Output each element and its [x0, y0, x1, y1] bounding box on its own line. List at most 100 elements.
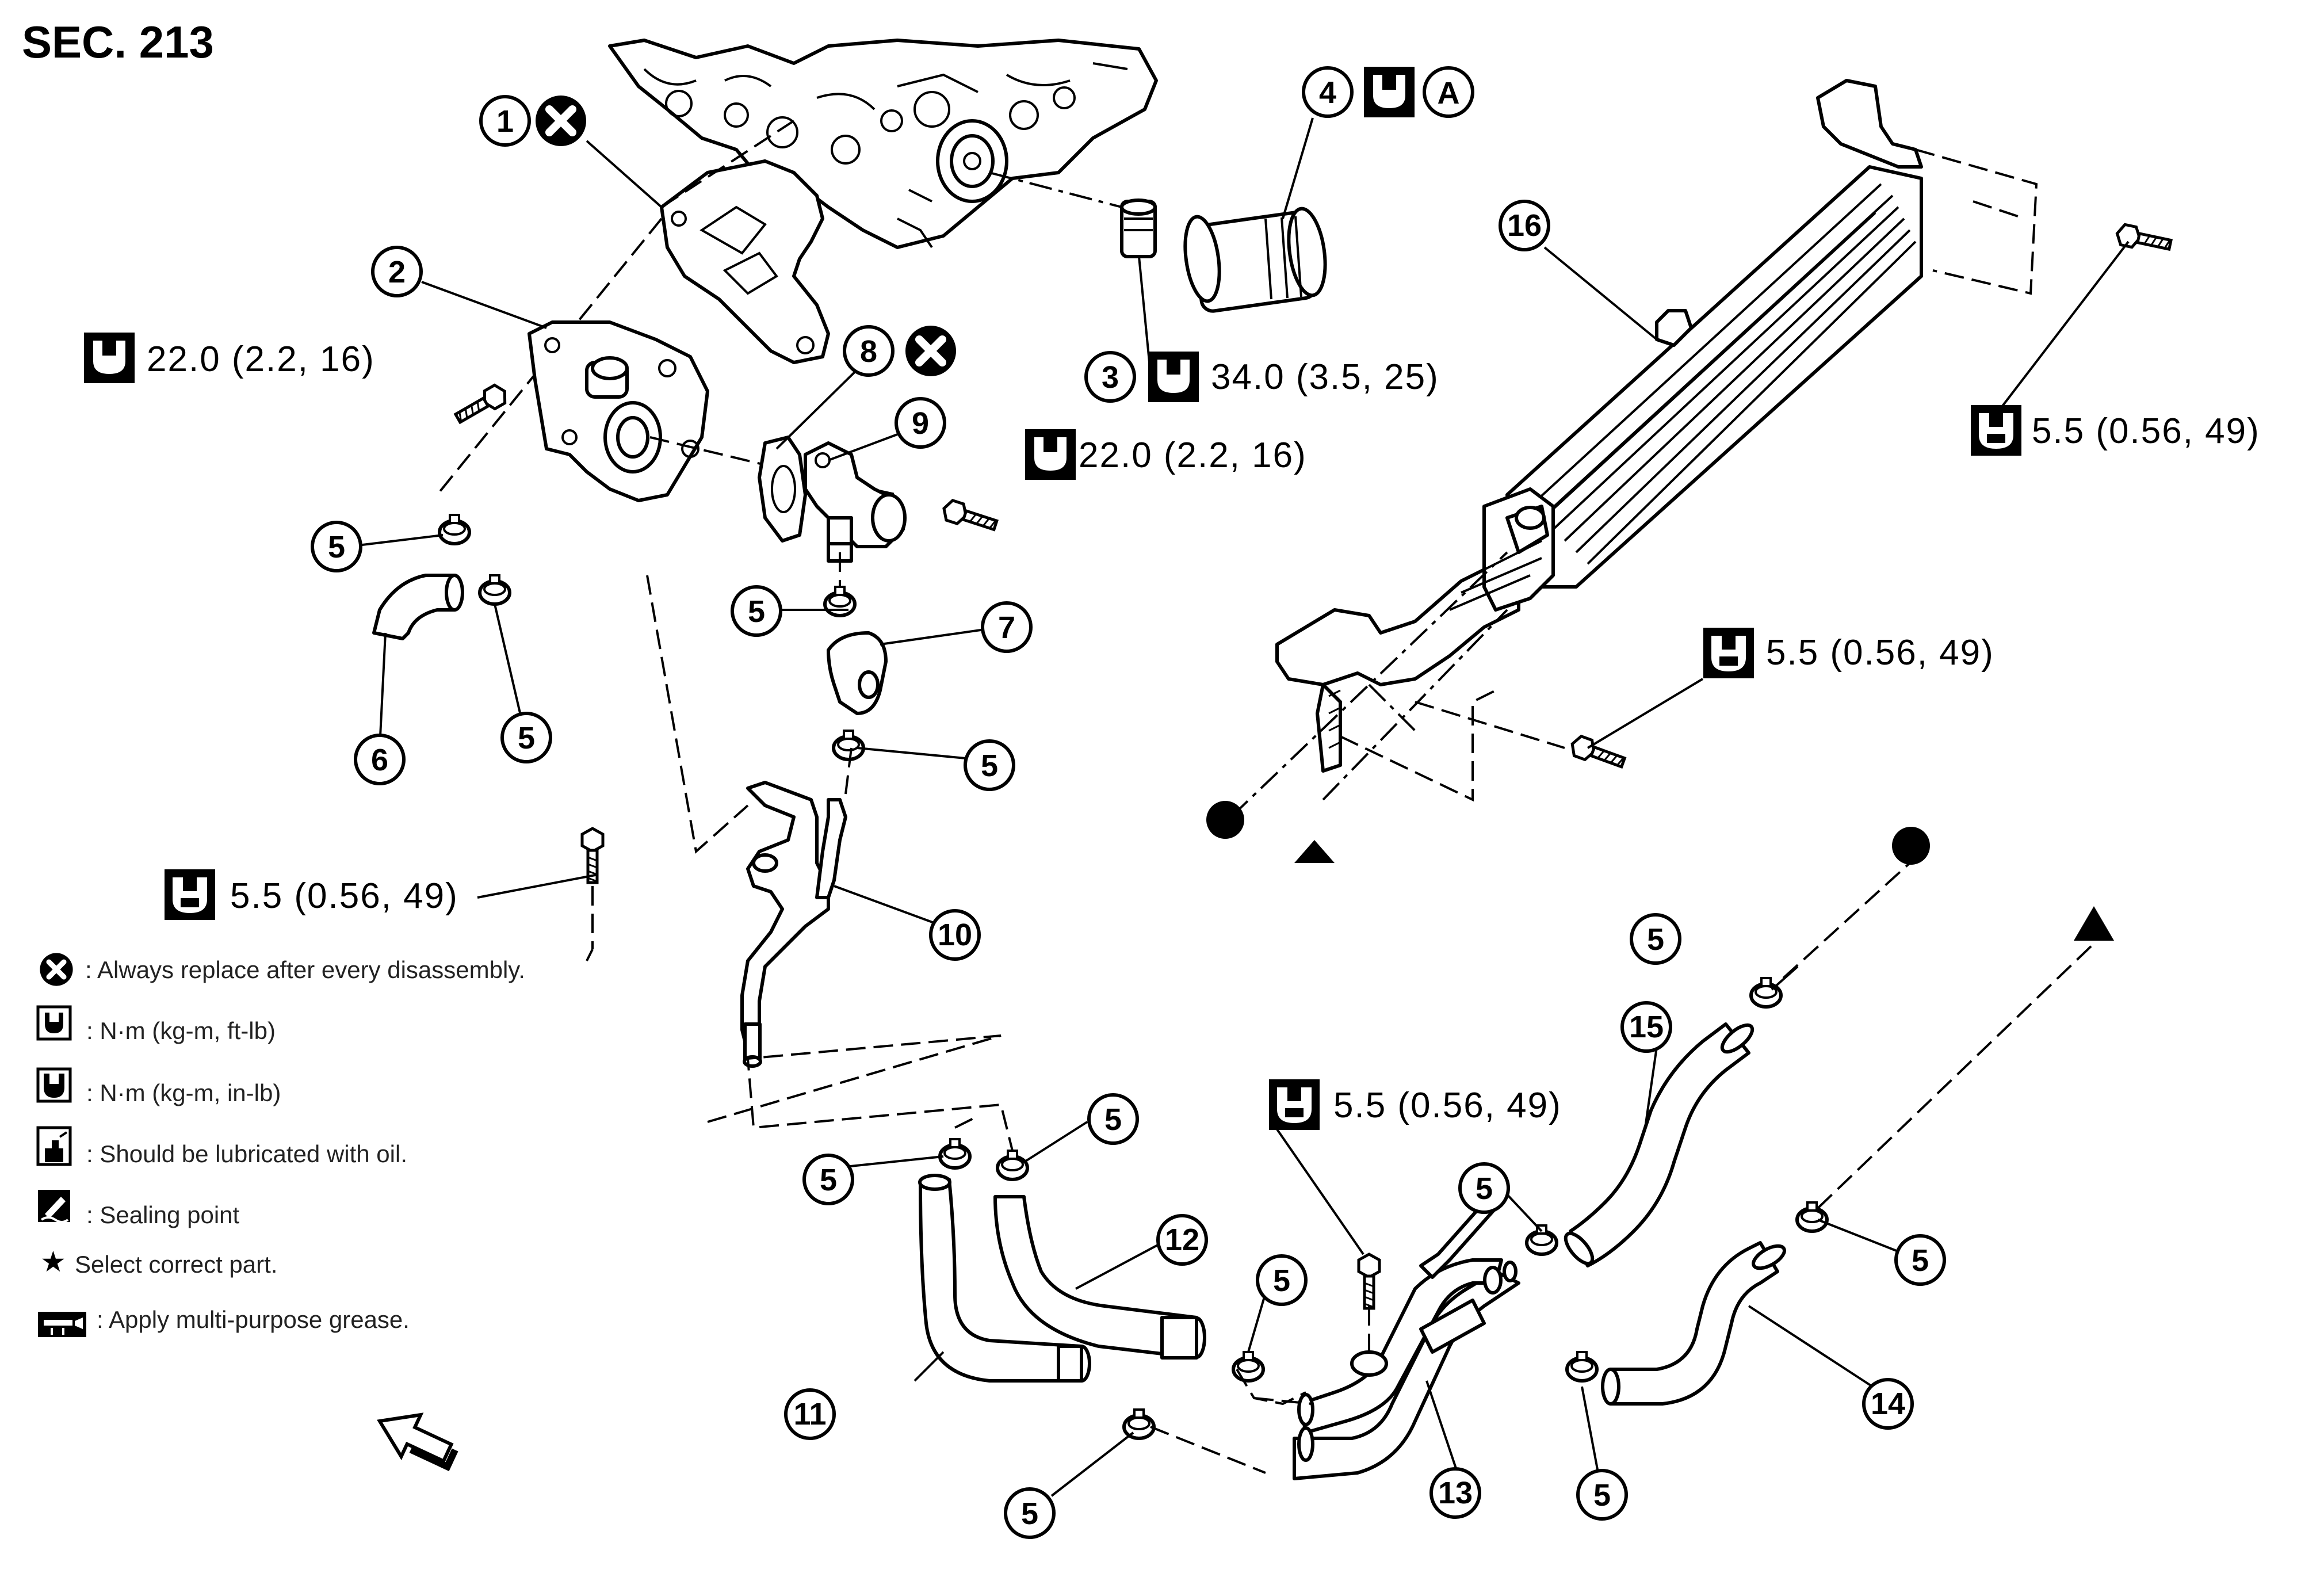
replace-x-icon [905, 326, 956, 376]
hose-7 [827, 631, 888, 715]
oil-filter [1183, 207, 1327, 313]
hose-14 [1601, 1241, 1786, 1406]
svg-text:9: 9 [912, 406, 929, 441]
callout-5: 5 [1089, 1095, 1137, 1143]
svg-text:5: 5 [518, 721, 535, 755]
callout-15: 15 [1622, 1003, 1671, 1051]
oil-can-icon [36, 1126, 72, 1166]
torque-inlb-icon [1703, 628, 1754, 678]
callout-12: 12 [1158, 1216, 1206, 1264]
svg-text:1: 1 [496, 104, 514, 139]
sealing-point-icon [38, 1190, 70, 1223]
bracket-bolt [453, 382, 510, 427]
torque-ftlb-icon [1148, 352, 1199, 402]
cooler-bolt-upper [2115, 223, 2172, 255]
callout-1: 1 [481, 97, 529, 145]
replace-x-icon [40, 953, 72, 986]
torque-spec-cooler-bolt-lower: 5.5 (0.56, 49) [1766, 633, 1994, 673]
svg-text:5: 5 [981, 749, 998, 783]
svg-text:5: 5 [1647, 922, 1664, 957]
callout-13: 13 [1431, 1469, 1480, 1517]
hose-clamp [997, 1151, 1027, 1179]
callout-7: 7 [983, 603, 1031, 651]
hose-clamp [940, 1139, 970, 1168]
svg-text:5: 5 [748, 594, 765, 629]
water-outlet [804, 441, 907, 563]
svg-text:11: 11 [793, 1397, 826, 1431]
svg-text:6: 6 [371, 743, 388, 777]
hose-15 [1564, 1022, 1755, 1267]
connection-dot-marker [1206, 801, 1244, 839]
torque-ftlb-icon [1364, 67, 1415, 117]
hose-12 [993, 1195, 1206, 1360]
hose-clamp [1124, 1410, 1154, 1438]
hose-clamp [439, 515, 469, 544]
svg-text:13: 13 [1438, 1476, 1473, 1510]
callout-5: 5 [1006, 1489, 1054, 1537]
svg-text:2: 2 [388, 255, 406, 289]
torque-spec-tube-bolt-left: 5.5 (0.56, 49) [230, 876, 458, 916]
legend-item-sealing: : Sealing point [86, 1201, 240, 1228]
engine-block [608, 39, 1158, 249]
torque-ftlb-icon [1025, 429, 1076, 480]
section-title: SEC. 213 [22, 17, 214, 67]
hose-clamp [1233, 1352, 1263, 1381]
torque-spec-bracket-bolt: 22.0 (2.2, 16) [147, 339, 375, 379]
legend-item-torque-ftlb: : N·m (kg-m, ft-lb) [86, 1017, 276, 1044]
hose-clamp [480, 575, 510, 604]
torque-inlb-icon [1269, 1079, 1320, 1130]
water-outlet-housing [528, 320, 709, 502]
legend-item-grease: : Apply multi-purpose grease. [97, 1306, 410, 1333]
callout-5: 5 [1257, 1256, 1306, 1304]
outlet-bolt [941, 499, 999, 535]
hose-clamp [1751, 978, 1781, 1007]
svg-text:12: 12 [1165, 1223, 1199, 1257]
legend-item-select-part: Select correct part. [75, 1251, 277, 1278]
torque-spec-cooler-bolt-right: 5.5 (0.56, 49) [2032, 411, 2260, 451]
grease-gun-icon [38, 1312, 86, 1337]
svg-text:5: 5 [1104, 1102, 1122, 1137]
svg-text:5: 5 [1593, 1478, 1611, 1513]
callout-5: 5 [1578, 1471, 1626, 1519]
callout-16: 16 [1500, 201, 1549, 250]
torque-ftlb-icon [36, 1005, 72, 1041]
svg-text:3: 3 [1102, 360, 1119, 395]
callout-6: 6 [356, 735, 404, 784]
svg-text:7: 7 [998, 610, 1015, 645]
replace-x-icon [536, 96, 586, 146]
water-tube-10 [740, 781, 847, 1068]
callout-5: 5 [1631, 915, 1680, 963]
svg-text:A: A [1438, 76, 1460, 110]
svg-text:10: 10 [938, 918, 972, 952]
svg-text:4: 4 [1319, 75, 1336, 110]
callout-9: 9 [896, 399, 945, 447]
torque-ftlb-icon [84, 333, 135, 383]
callout-5: 5 [312, 522, 361, 571]
callout-8: 8 [844, 327, 893, 375]
svg-text:5: 5 [1912, 1243, 1929, 1278]
svg-text:14: 14 [1871, 1387, 1905, 1421]
oil-filter-connector [1120, 198, 1157, 258]
callout-3: 3 [1086, 353, 1134, 401]
oil-cooler [1275, 79, 1923, 773]
svg-text:5: 5 [328, 530, 345, 564]
hose-11 [918, 1174, 1091, 1383]
torque-inlb-icon [36, 1067, 72, 1103]
legend-item-replace: : Always replace after every disassembly… [85, 956, 525, 983]
callout-5: 5 [1896, 1236, 1944, 1284]
front-arrow-icon [377, 1412, 458, 1472]
torque-inlb-icon [165, 869, 215, 920]
water-tube-13 [1293, 1199, 1520, 1480]
callout-4: 4 [1304, 68, 1352, 116]
tube-bolt-bottom [1359, 1254, 1379, 1308]
hose-clamp [834, 731, 863, 759]
torque-spec-connector: 34.0 (3.5, 25) [1211, 357, 1439, 397]
svg-text:5: 5 [1021, 1496, 1038, 1531]
bracket-gasket [660, 159, 830, 364]
connection-dot-marker [1892, 827, 1930, 865]
svg-text:15: 15 [1629, 1010, 1664, 1044]
callout-10: 10 [931, 911, 979, 959]
callout-11: 11 [786, 1390, 834, 1438]
callout-2: 2 [373, 247, 421, 296]
